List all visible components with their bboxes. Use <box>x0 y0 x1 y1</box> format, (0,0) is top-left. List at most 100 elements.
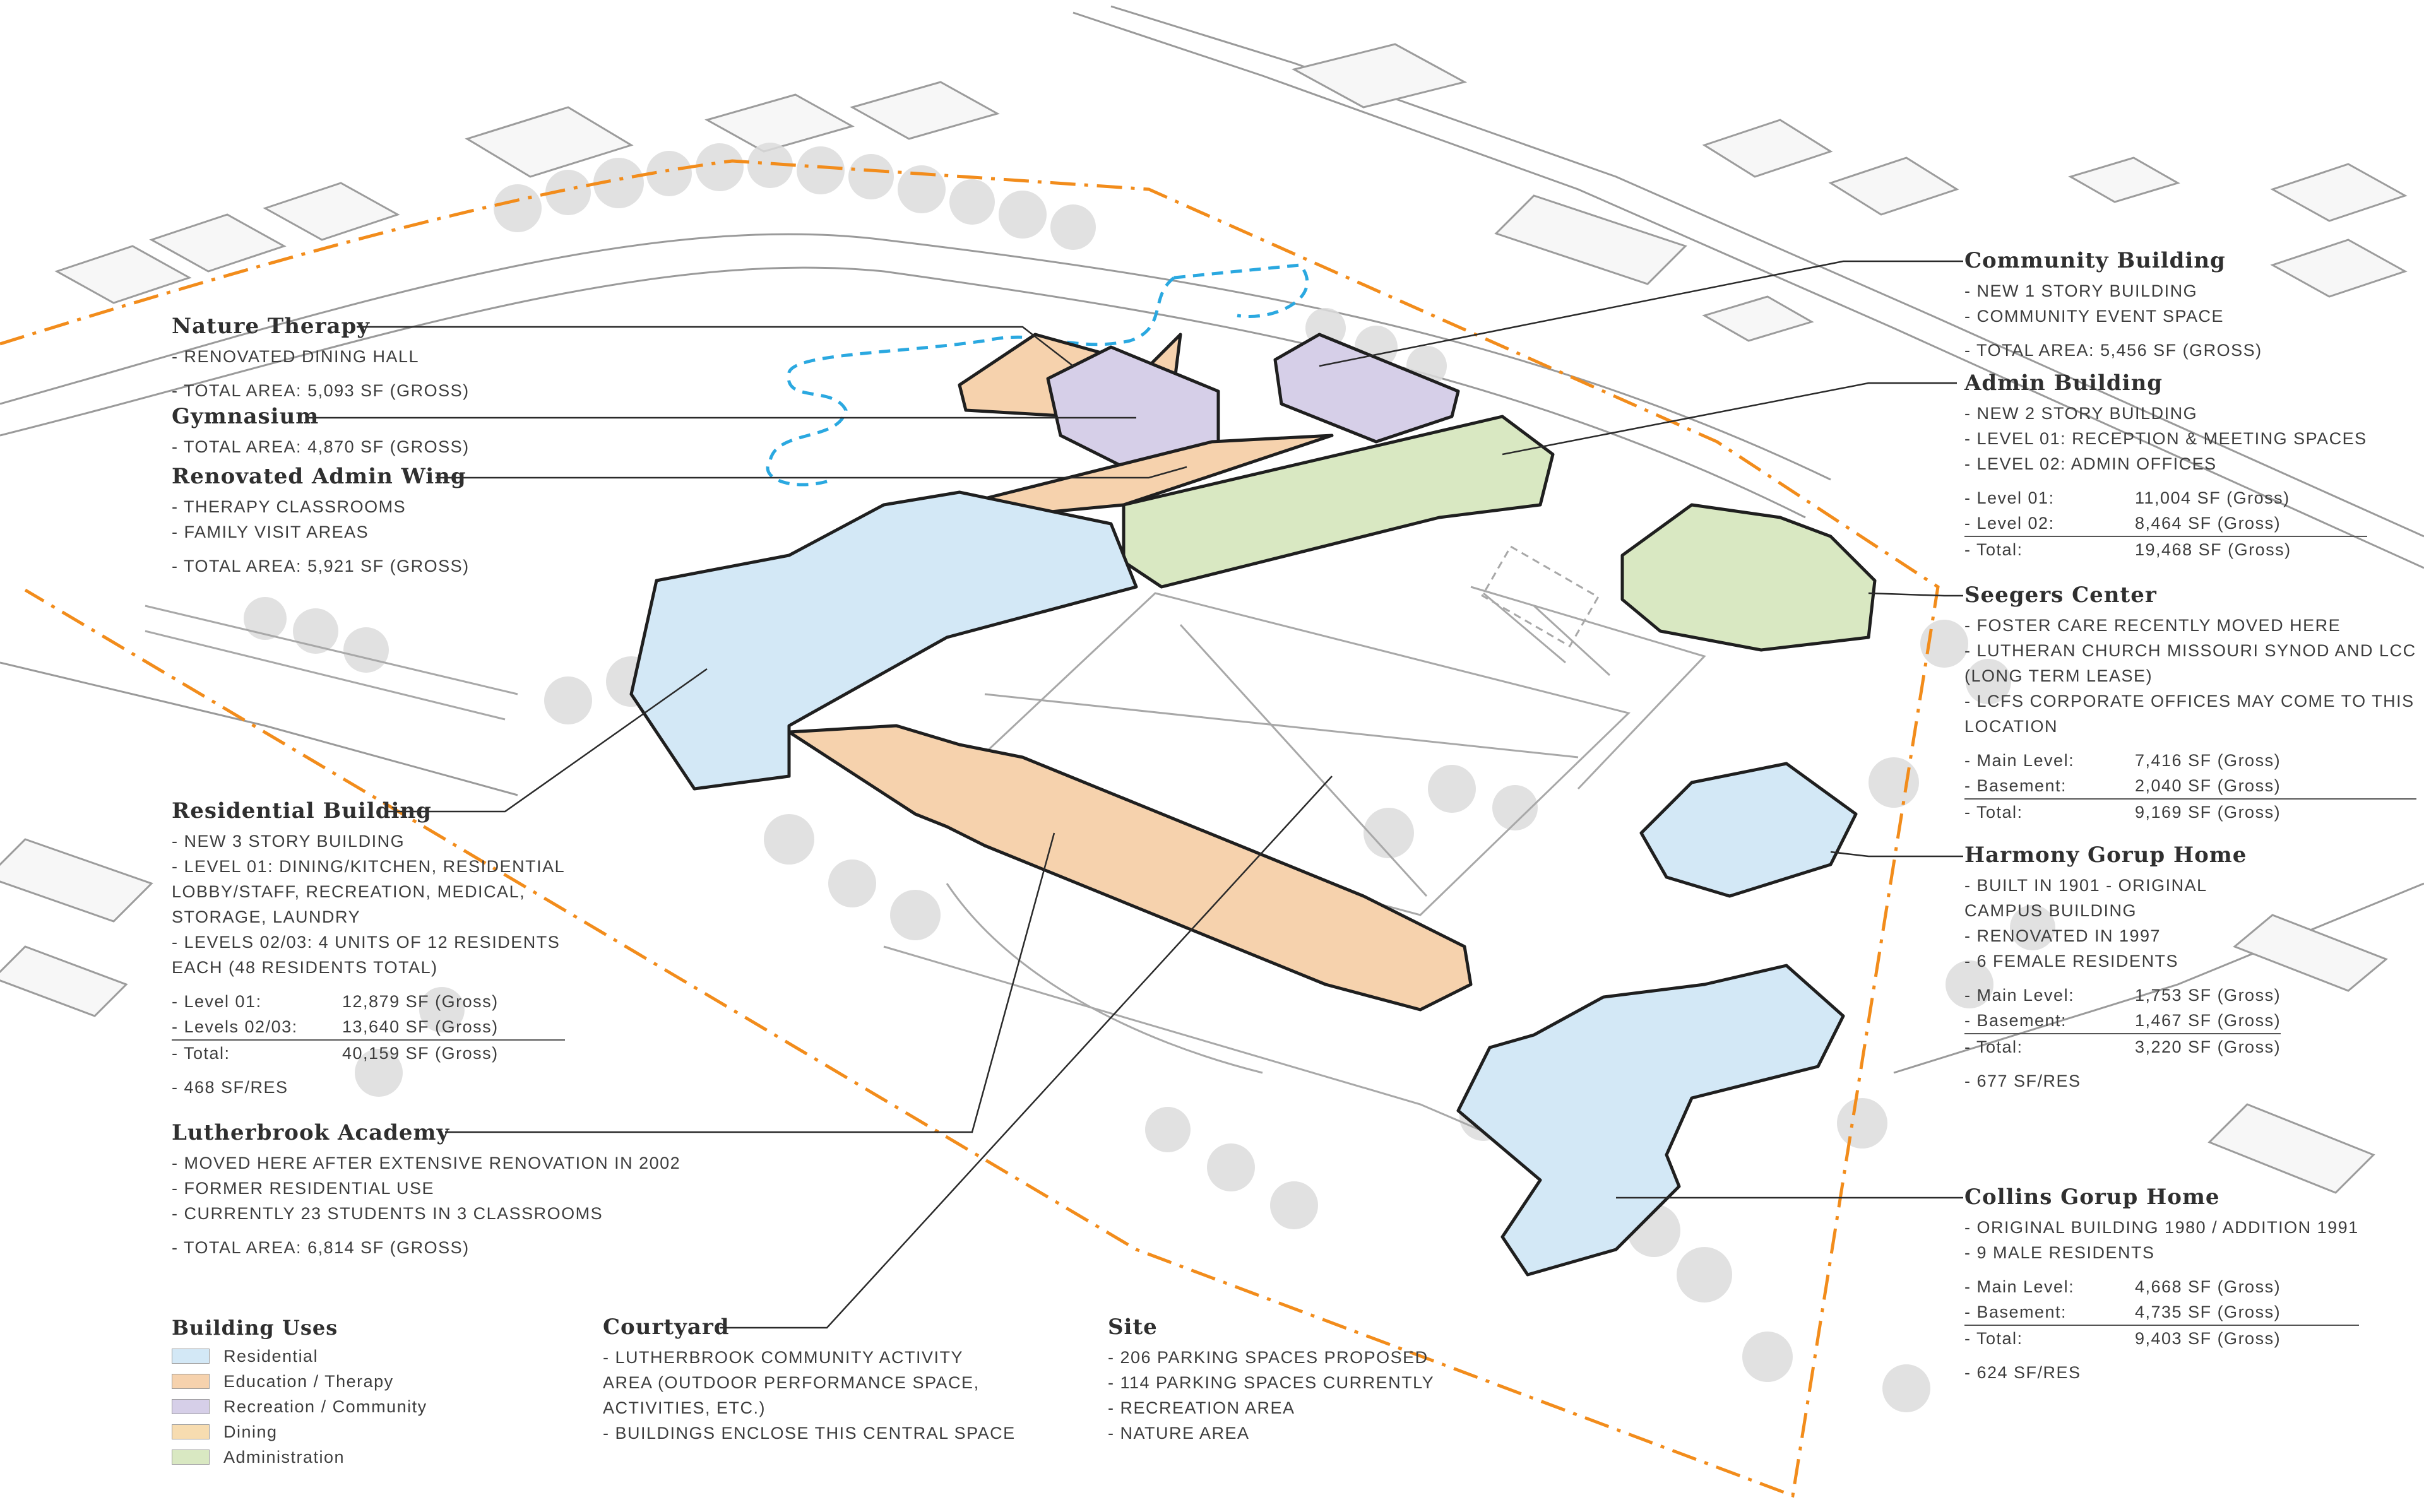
label-renovated-admin-wing: Renovated Admin Wing - Therapy Classroom… <box>172 464 470 579</box>
label-nature-therapy: Nature Therapy - Renovated Dining Hall -… <box>172 314 470 403</box>
community-line: - Community Event Space <box>1964 307 2225 326</box>
area-key: - Basement: <box>1964 1011 2067 1030</box>
legend-label: Education / Therapy <box>223 1371 394 1391</box>
label-community-building: Community Building - New 1 Story Buildin… <box>1964 248 2262 363</box>
courtyard-line: - Buildings enclose this central space <box>603 1424 1016 1443</box>
seegers-area-row: - Basement: 2,040 SF (Gross) <box>1964 773 2416 798</box>
residential-line: - Levels 02/03: 4 Units of 12 Residents <box>172 933 561 952</box>
residential-line: - New 3 Story Building <box>172 832 405 851</box>
site-boundary <box>0 159 1940 1498</box>
collins-per-res: - 624 SF/Res <box>1964 1363 2081 1382</box>
courtyard-line: Area (Outdoor Performance Space, <box>603 1373 980 1392</box>
renovated-admin-wing-title: Renovated Admin Wing <box>172 464 466 489</box>
legend-item-administration: Administration <box>172 1444 427 1470</box>
legend-label: Administration <box>223 1447 345 1467</box>
legend-item-recreation: Recreation / Community <box>172 1394 427 1419</box>
nature-therapy-title: Nature Therapy <box>172 314 371 339</box>
admin-area-row: - Level 01:11,004 SF (Gross) <box>1964 485 2367 511</box>
nature-trail <box>766 263 1309 487</box>
label-collins-group-home: Collins Gorup Home - Original Building 1… <box>1964 1184 2359 1385</box>
community-line: - New 1 Story Building <box>1964 281 2198 300</box>
total-value: 40,159 SF (Gross) <box>342 1044 499 1063</box>
residential-total-row: - Total:40,159 SF (Gross) <box>172 1039 566 1066</box>
residential-building-title: Residential Building <box>172 798 432 824</box>
courtyard-title: Courtyard <box>603 1314 730 1340</box>
community-building-title: Community Building <box>1964 248 2226 273</box>
total-key: - Total: <box>1964 803 2023 822</box>
lutherbrook-academy <box>787 724 1473 1012</box>
seegers-line: - LCFS Corporate Offices may come to thi… <box>1964 692 2415 711</box>
area-key: - Level 02: <box>1964 514 2055 533</box>
legend-label: Dining <box>223 1422 278 1441</box>
harmony-area-row: - Basement:1,467 SF (Gross) <box>1964 1008 2281 1033</box>
admin-building <box>1122 415 1555 589</box>
legend-title: Building Uses <box>172 1316 338 1340</box>
academy-area: - Total Area: 6,814 SF (Gross) <box>172 1238 470 1257</box>
collins-group-home <box>1456 964 1845 1277</box>
legend-swatch <box>172 1349 210 1364</box>
admin-area-row: - Level 02:8,464 SF (Gross) <box>1964 511 2367 536</box>
nature-therapy-line: - Renovated Dining Hall <box>172 347 420 366</box>
total-value: 19,468 SF (Gross) <box>2135 540 2291 559</box>
community-area: - Total Area: 5,456 SF (Gross) <box>1964 341 2262 360</box>
area-value: 11,004 SF (Gross) <box>2135 488 2290 507</box>
legend-swatch <box>172 1374 210 1389</box>
collins-line: - 9 Male Residents <box>1964 1243 2155 1262</box>
label-seegers-center: Seegers Center - Foster Care recently mo… <box>1964 582 2416 825</box>
area-value: 13,640 SF (Gross) <box>342 1017 499 1036</box>
collins-area-row: - Main Level: 4,668 SF (Gross) <box>1964 1274 2359 1299</box>
area-key: - Main Level: <box>1964 751 2075 770</box>
seegers-total-row: - Total:9,169 SF (Gross) <box>1964 798 2416 825</box>
context-houses <box>0 43 2408 1194</box>
lutherbrook-academy-title: Lutherbrook Academy <box>172 1120 450 1145</box>
harmony-area-row: - Main Level:1,753 SF (Gross) <box>1964 983 2281 1008</box>
area-key: - Basement: <box>1964 776 2067 795</box>
collins-area-row: - Basement:4,735 SF (Gross) <box>1964 1299 2359 1325</box>
seegers-line: Location <box>1964 717 2059 736</box>
label-admin-building: Admin Building - New 2 Story Building - … <box>1964 370 2367 562</box>
seegers-line: (Long Term Lease) <box>1964 666 2153 685</box>
leader-lines <box>306 260 1963 1329</box>
renovated-admin-wing-area: - Total Area: 5,921 SF (Gross) <box>172 557 470 576</box>
total-value: 3,220 SF (Gross) <box>2135 1037 2281 1056</box>
residential-line: - Level 01: Dining/Kitchen, Residential <box>172 857 566 876</box>
label-site: Site - 206 Parking Spaces Proposed - 114… <box>1108 1314 1434 1446</box>
academy-line: - Former Residential Use <box>172 1179 435 1198</box>
harmony-group-home-title: Harmony Gorup Home <box>1964 842 2247 868</box>
area-value: 1,753 SF (Gross) <box>2135 986 2281 1005</box>
renovated-admin-wing-line: - Therapy Classrooms <box>172 497 407 516</box>
collins-total-row: - Total:9,403 SF (Gross) <box>1964 1325 2359 1351</box>
area-key: - Level 01: <box>172 992 262 1011</box>
area-value: 7,416 SF (Gross) <box>2135 751 2281 770</box>
harmony-total-row: - Total: 3,220 SF (Gross) <box>1964 1033 2281 1060</box>
nature-therapy-area: - Total Area: 5,093 SF (Gross) <box>172 381 470 400</box>
residential-area-row: - Level 01:12,879 SF (Gross) <box>172 989 565 1014</box>
area-key: - Main Level: <box>1964 1277 2075 1296</box>
buildings <box>629 333 1877 1277</box>
courtyard-line: - Lutherbrook Community Activity <box>603 1348 964 1367</box>
harmony-per-res: - 677 SF/Res <box>1964 1072 2081 1090</box>
site-title: Site <box>1108 1314 1158 1340</box>
label-lutherbrook-academy: Lutherbrook Academy - Moved here after e… <box>172 1120 680 1260</box>
residential-line: Each (48 Residents Total) <box>172 958 438 977</box>
area-value: 4,668 SF (Gross) <box>2135 1277 2281 1296</box>
admin-building-title: Admin Building <box>1964 370 2163 396</box>
seegers-line: - Foster Care recently moved here <box>1964 616 2341 635</box>
residential-building <box>629 490 1138 791</box>
area-key: - Basement: <box>1964 1302 2067 1321</box>
gymnasium-title: Gymnasium <box>172 404 319 429</box>
legend-label: Recreation / Community <box>223 1397 427 1416</box>
building-uses-legend: Building Uses Residential Education / Th… <box>172 1316 427 1470</box>
harmony-line: - 6 Female Residents <box>1964 952 2179 971</box>
admin-line: - New 2 Story Building <box>1964 404 2198 423</box>
academy-line: - Currently 23 Students in 3 Classrooms <box>172 1204 603 1223</box>
community-building <box>1273 333 1460 444</box>
site-line: - 206 Parking Spaces Proposed <box>1108 1348 1429 1367</box>
label-gymnasium: Gymnasium - Total Area: 4,870 SF (Gross) <box>172 404 470 459</box>
total-key: - Total: <box>1964 1037 2023 1056</box>
area-value: 2,040 SF (Gross) <box>2135 776 2281 795</box>
context-roads <box>0 5 2424 1074</box>
seegers-center <box>1620 503 1877 652</box>
legend-item-education: Education / Therapy <box>172 1369 427 1394</box>
